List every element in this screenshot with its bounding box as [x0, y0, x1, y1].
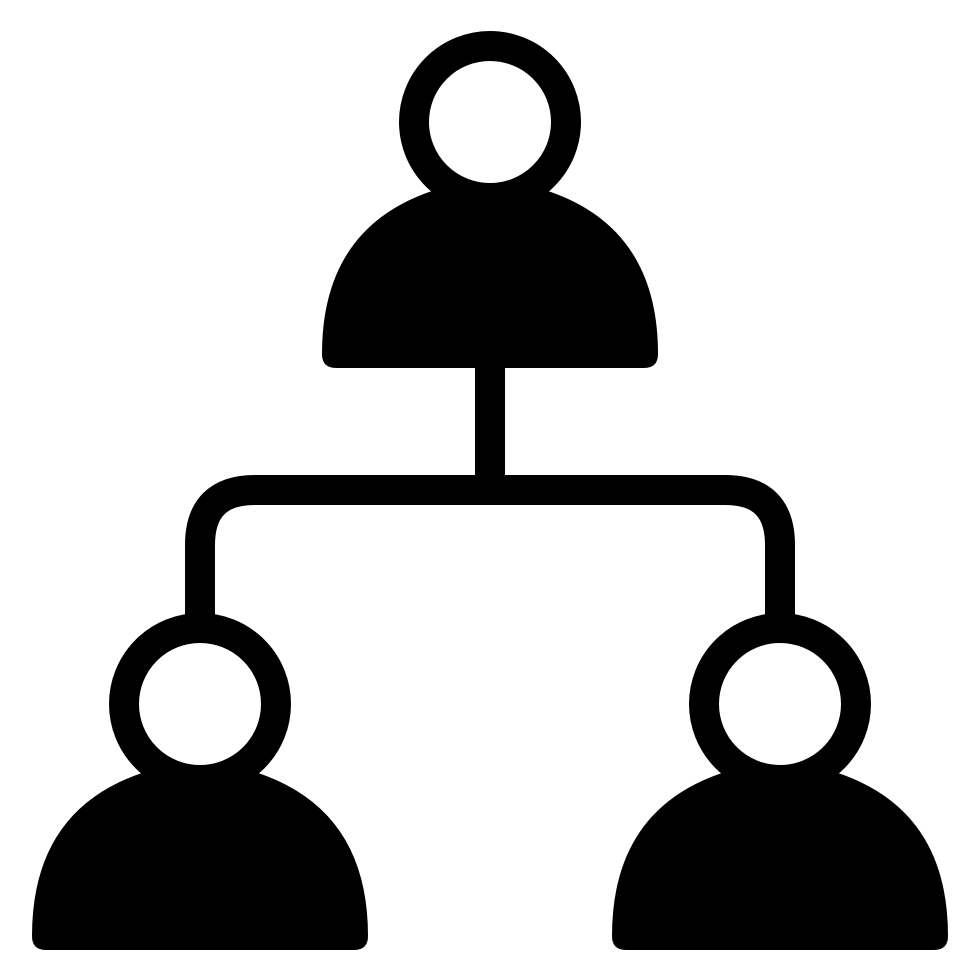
person-icon-bottom-left: [32, 613, 368, 950]
person-head-bottom-left: [109, 613, 291, 795]
person-body-bottom-left: [32, 769, 368, 950]
person-head-bottom-right: [689, 613, 871, 795]
hierarchy-connectors: [185, 355, 795, 620]
person-body-bottom-right: [612, 769, 948, 950]
person-icon-bottom-right: [612, 613, 948, 950]
person-icon-top: [322, 31, 658, 368]
branch-connector: [185, 475, 795, 620]
person-body-top: [322, 187, 658, 368]
person-head-top: [399, 31, 581, 213]
